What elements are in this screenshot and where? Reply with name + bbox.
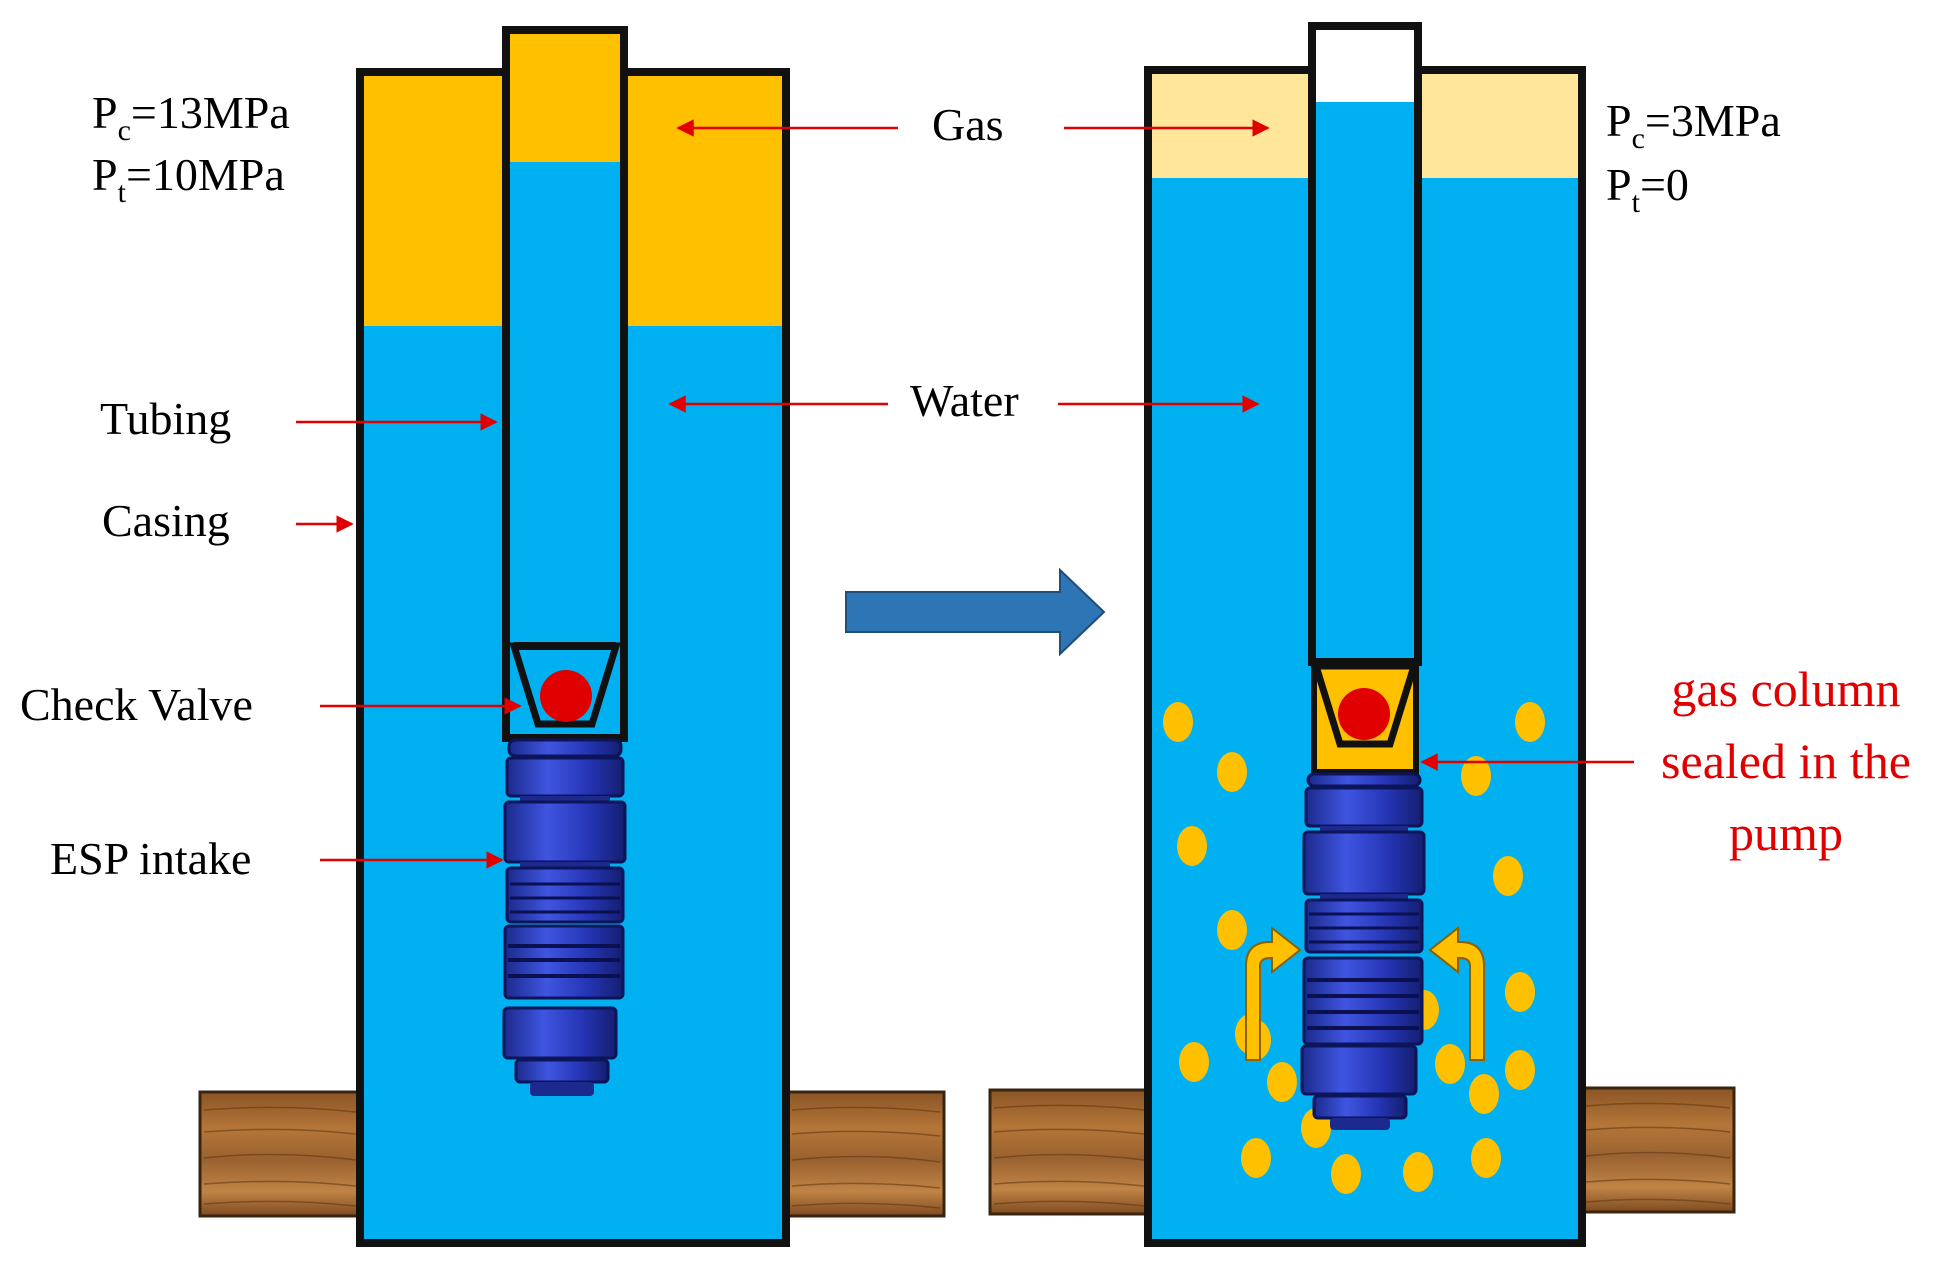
wood-ground-icon (988, 1088, 1150, 1216)
wood-grain (203, 1102, 1731, 1209)
gas-label: Gas (932, 99, 1004, 150)
valve-ball-icon (540, 670, 592, 722)
esp-intake-label: ESP intake (50, 833, 251, 884)
left-tubing-pressure: Pt=10MPa (92, 149, 285, 209)
note-line-2: sealed in the (1661, 733, 1911, 789)
valve-ball-icon (1338, 688, 1390, 740)
arrow-right-icon (845, 567, 1106, 657)
note-line-1: gas column (1671, 661, 1900, 717)
right-casing-pressure: Pc=3MPa (1606, 95, 1781, 155)
ground-right-well (988, 1086, 1736, 1216)
left-tubing (502, 26, 628, 742)
left-casing-pressure: Pc=13MPa (92, 87, 290, 147)
note-line-3: pump (1729, 805, 1843, 861)
tubing-label: Tubing (100, 393, 231, 444)
right-well (1144, 22, 1586, 1247)
left-well (356, 26, 790, 1247)
left-check-valve (509, 642, 621, 728)
curved-flow-arrow-icon (1428, 925, 1485, 1061)
ground-left-well (198, 1090, 946, 1218)
sealed-gas-note: gas column sealed in the pump (1661, 661, 1911, 861)
right-tubing-air (1312, 26, 1418, 102)
casing-label: Casing (102, 495, 230, 546)
curved-flow-arrow-icon (1245, 925, 1302, 1061)
right-check-valve (1311, 661, 1419, 775)
pointer-arrows (296, 119, 1634, 869)
right-tubing-water (1312, 102, 1418, 662)
right-tubing-pressure: Pt=0 (1606, 159, 1689, 219)
left-tubing-gas (506, 30, 624, 162)
right-esp-pump (1300, 772, 1426, 1130)
wood-ground-icon (1580, 1086, 1736, 1214)
check-valve-label: Check Valve (20, 679, 253, 730)
left-esp-pump (502, 738, 627, 1096)
wood-ground-icon (786, 1090, 946, 1218)
water-label: Water (910, 375, 1019, 426)
